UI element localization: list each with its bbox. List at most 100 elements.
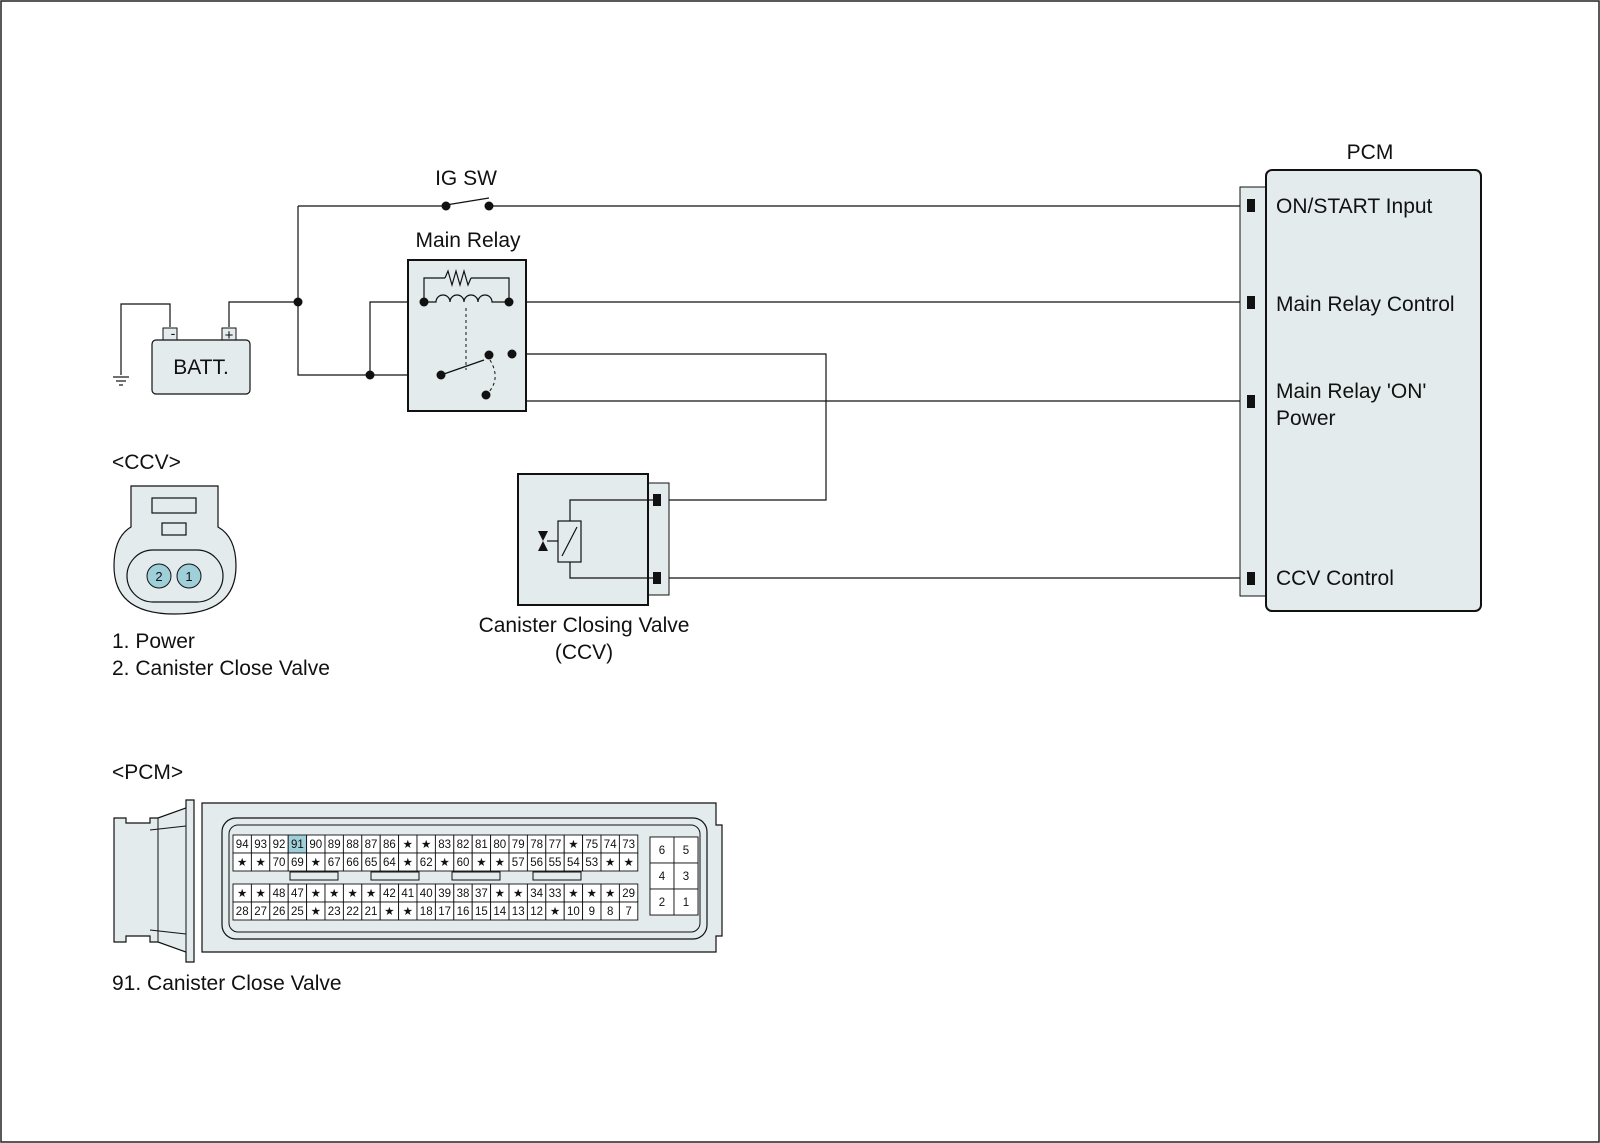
pcm-aux-pin-3-cell	[673, 862, 699, 890]
pcm-pin-83: 83	[438, 839, 451, 851]
ig-sw-label: IG SW	[435, 167, 497, 190]
ccv-connector-title: <CCV>	[112, 451, 181, 474]
pcm-pin-star: ★	[237, 888, 247, 900]
pcm-pin-25: 25	[291, 906, 304, 918]
resistor-icon	[444, 268, 472, 288]
pcm-pin-star: ★	[255, 888, 265, 900]
pcm-pin-39: 39	[438, 888, 451, 900]
pcm-pin-28: 28	[236, 906, 249, 918]
pcm-pin-70: 70	[273, 857, 286, 869]
pcm-pin-star: ★	[550, 906, 560, 918]
valve-icon	[538, 531, 548, 551]
pcm-pin-69: 69	[291, 857, 304, 869]
ccv-caption-line1: Canister Closing Valve	[479, 614, 690, 637]
pcm-main-relay-on-power-2: Power	[1276, 407, 1336, 430]
pcm-pin-10: 10	[567, 906, 580, 918]
pcm-pin-42: 42	[383, 888, 396, 900]
pcm-pin-77: 77	[549, 839, 562, 851]
coil-icon	[424, 294, 509, 303]
pcm-pin-star: ★	[623, 857, 633, 869]
pcm-main-relay-on-power-1: Main Relay 'ON'	[1276, 380, 1426, 403]
pcm-pin-21: 21	[365, 906, 378, 918]
pcm-pin-54: 54	[567, 857, 580, 869]
pcm-connector-title: <PCM>	[112, 761, 183, 784]
pcm-aux-pin-4: 4	[659, 871, 666, 883]
pcm-pin-star: ★	[329, 888, 339, 900]
pcm-pin-40: 40	[420, 888, 433, 900]
pcm-pin-74: 74	[604, 839, 617, 851]
pcm-pin-14: 14	[493, 906, 506, 918]
ccv-pin-1	[176, 563, 202, 589]
pcm-ccv-control: CCV Control	[1276, 567, 1394, 590]
pcm-pin-12: 12	[530, 906, 543, 918]
pcm-pin-81: 81	[475, 839, 488, 851]
ccv-caption-line2: (CCV)	[555, 641, 613, 664]
pcm-pin-79: 79	[512, 839, 525, 851]
pcm-pin-7: 7	[625, 906, 631, 918]
pcm-pin-60: 60	[457, 857, 470, 869]
pcm-pin-18: 18	[420, 906, 433, 918]
pcm-pin-star: ★	[605, 888, 615, 900]
pcm-pin-star: ★	[495, 857, 505, 869]
pcm-pin-22: 22	[346, 906, 359, 918]
pcm-pin-78: 78	[530, 839, 543, 851]
ccv-pin-2	[146, 563, 172, 589]
pcm-aux-pin-3: 3	[683, 871, 689, 883]
pcm-pin-88: 88	[346, 839, 359, 851]
pcm-block: ON/START Input Main Relay Control Main R…	[1239, 169, 1482, 612]
pcm-legend-1: 91. Canister Close Valve	[112, 972, 342, 995]
pcm-pin-star: ★	[237, 857, 247, 869]
pcm-pin-64: 64	[383, 857, 396, 869]
pcm-title: PCM	[1347, 141, 1394, 164]
pcm-pin-55: 55	[549, 857, 562, 869]
pcm-pin-65: 65	[365, 857, 378, 869]
ccv-legend-1: 1. Power	[112, 630, 195, 653]
pcm-pin-37: 37	[475, 888, 488, 900]
pcm-pin-92: 92	[273, 839, 286, 851]
pcm-pin-star: ★	[347, 888, 357, 900]
pcm-pin-67: 67	[328, 857, 341, 869]
pcm-pin-13: 13	[512, 906, 525, 918]
pcm-pin-star: ★	[311, 906, 321, 918]
pcm-aux-pin-1-cell	[673, 888, 699, 916]
pcm-pin-86: 86	[383, 839, 396, 851]
pcm-pin-91: 91	[291, 839, 304, 851]
pcm-pin-62: 62	[420, 857, 433, 869]
pcm-pin-star: ★	[513, 888, 523, 900]
pcm-pin-star: ★	[568, 888, 578, 900]
ground-icon	[113, 376, 129, 386]
pcm-aux-pin-5: 5	[683, 845, 689, 857]
ccv-box	[517, 473, 649, 606]
pcm-on-start-input: ON/START Input	[1276, 195, 1433, 218]
battery-label: BATT.	[173, 356, 229, 379]
pcm-pin-16: 16	[457, 906, 470, 918]
pcm-pin-star: ★	[403, 857, 413, 869]
pcm-pin-9: 9	[589, 906, 595, 918]
pcm-pin-7-cell	[618, 901, 639, 921]
pcm-pin-star-cell	[618, 852, 639, 872]
pcm-box	[1265, 169, 1482, 612]
pcm-pin-87: 87	[365, 839, 378, 851]
battery-minus-label: -	[171, 325, 176, 341]
pcm-main-relay-control: Main Relay Control	[1276, 293, 1455, 316]
pcm-pin-star: ★	[439, 857, 449, 869]
ccv-pin-2-label: 2	[155, 569, 162, 584]
pcm-pin-82: 82	[457, 839, 470, 851]
battery: - + BATT.	[151, 325, 251, 395]
ccv-component	[517, 473, 670, 606]
ccv-legend-2: 2. Canister Close Valve	[112, 657, 330, 680]
pcm-pin-34: 34	[530, 888, 543, 900]
pcm-pin-star: ★	[421, 839, 431, 851]
junction-dots	[293, 201, 494, 380]
pcm-pin-33: 33	[549, 888, 562, 900]
pcm-pin-66: 66	[346, 857, 359, 869]
pcm-aux-pin-6: 6	[659, 845, 665, 857]
pcm-aux-pin-5-cell	[673, 836, 699, 864]
pcm-pin-57: 57	[512, 857, 525, 869]
pcm-pin-15: 15	[475, 906, 488, 918]
battery-body	[151, 339, 251, 395]
pcm-pin-star: ★	[366, 888, 376, 900]
pcm-pin-73: 73	[622, 839, 635, 851]
